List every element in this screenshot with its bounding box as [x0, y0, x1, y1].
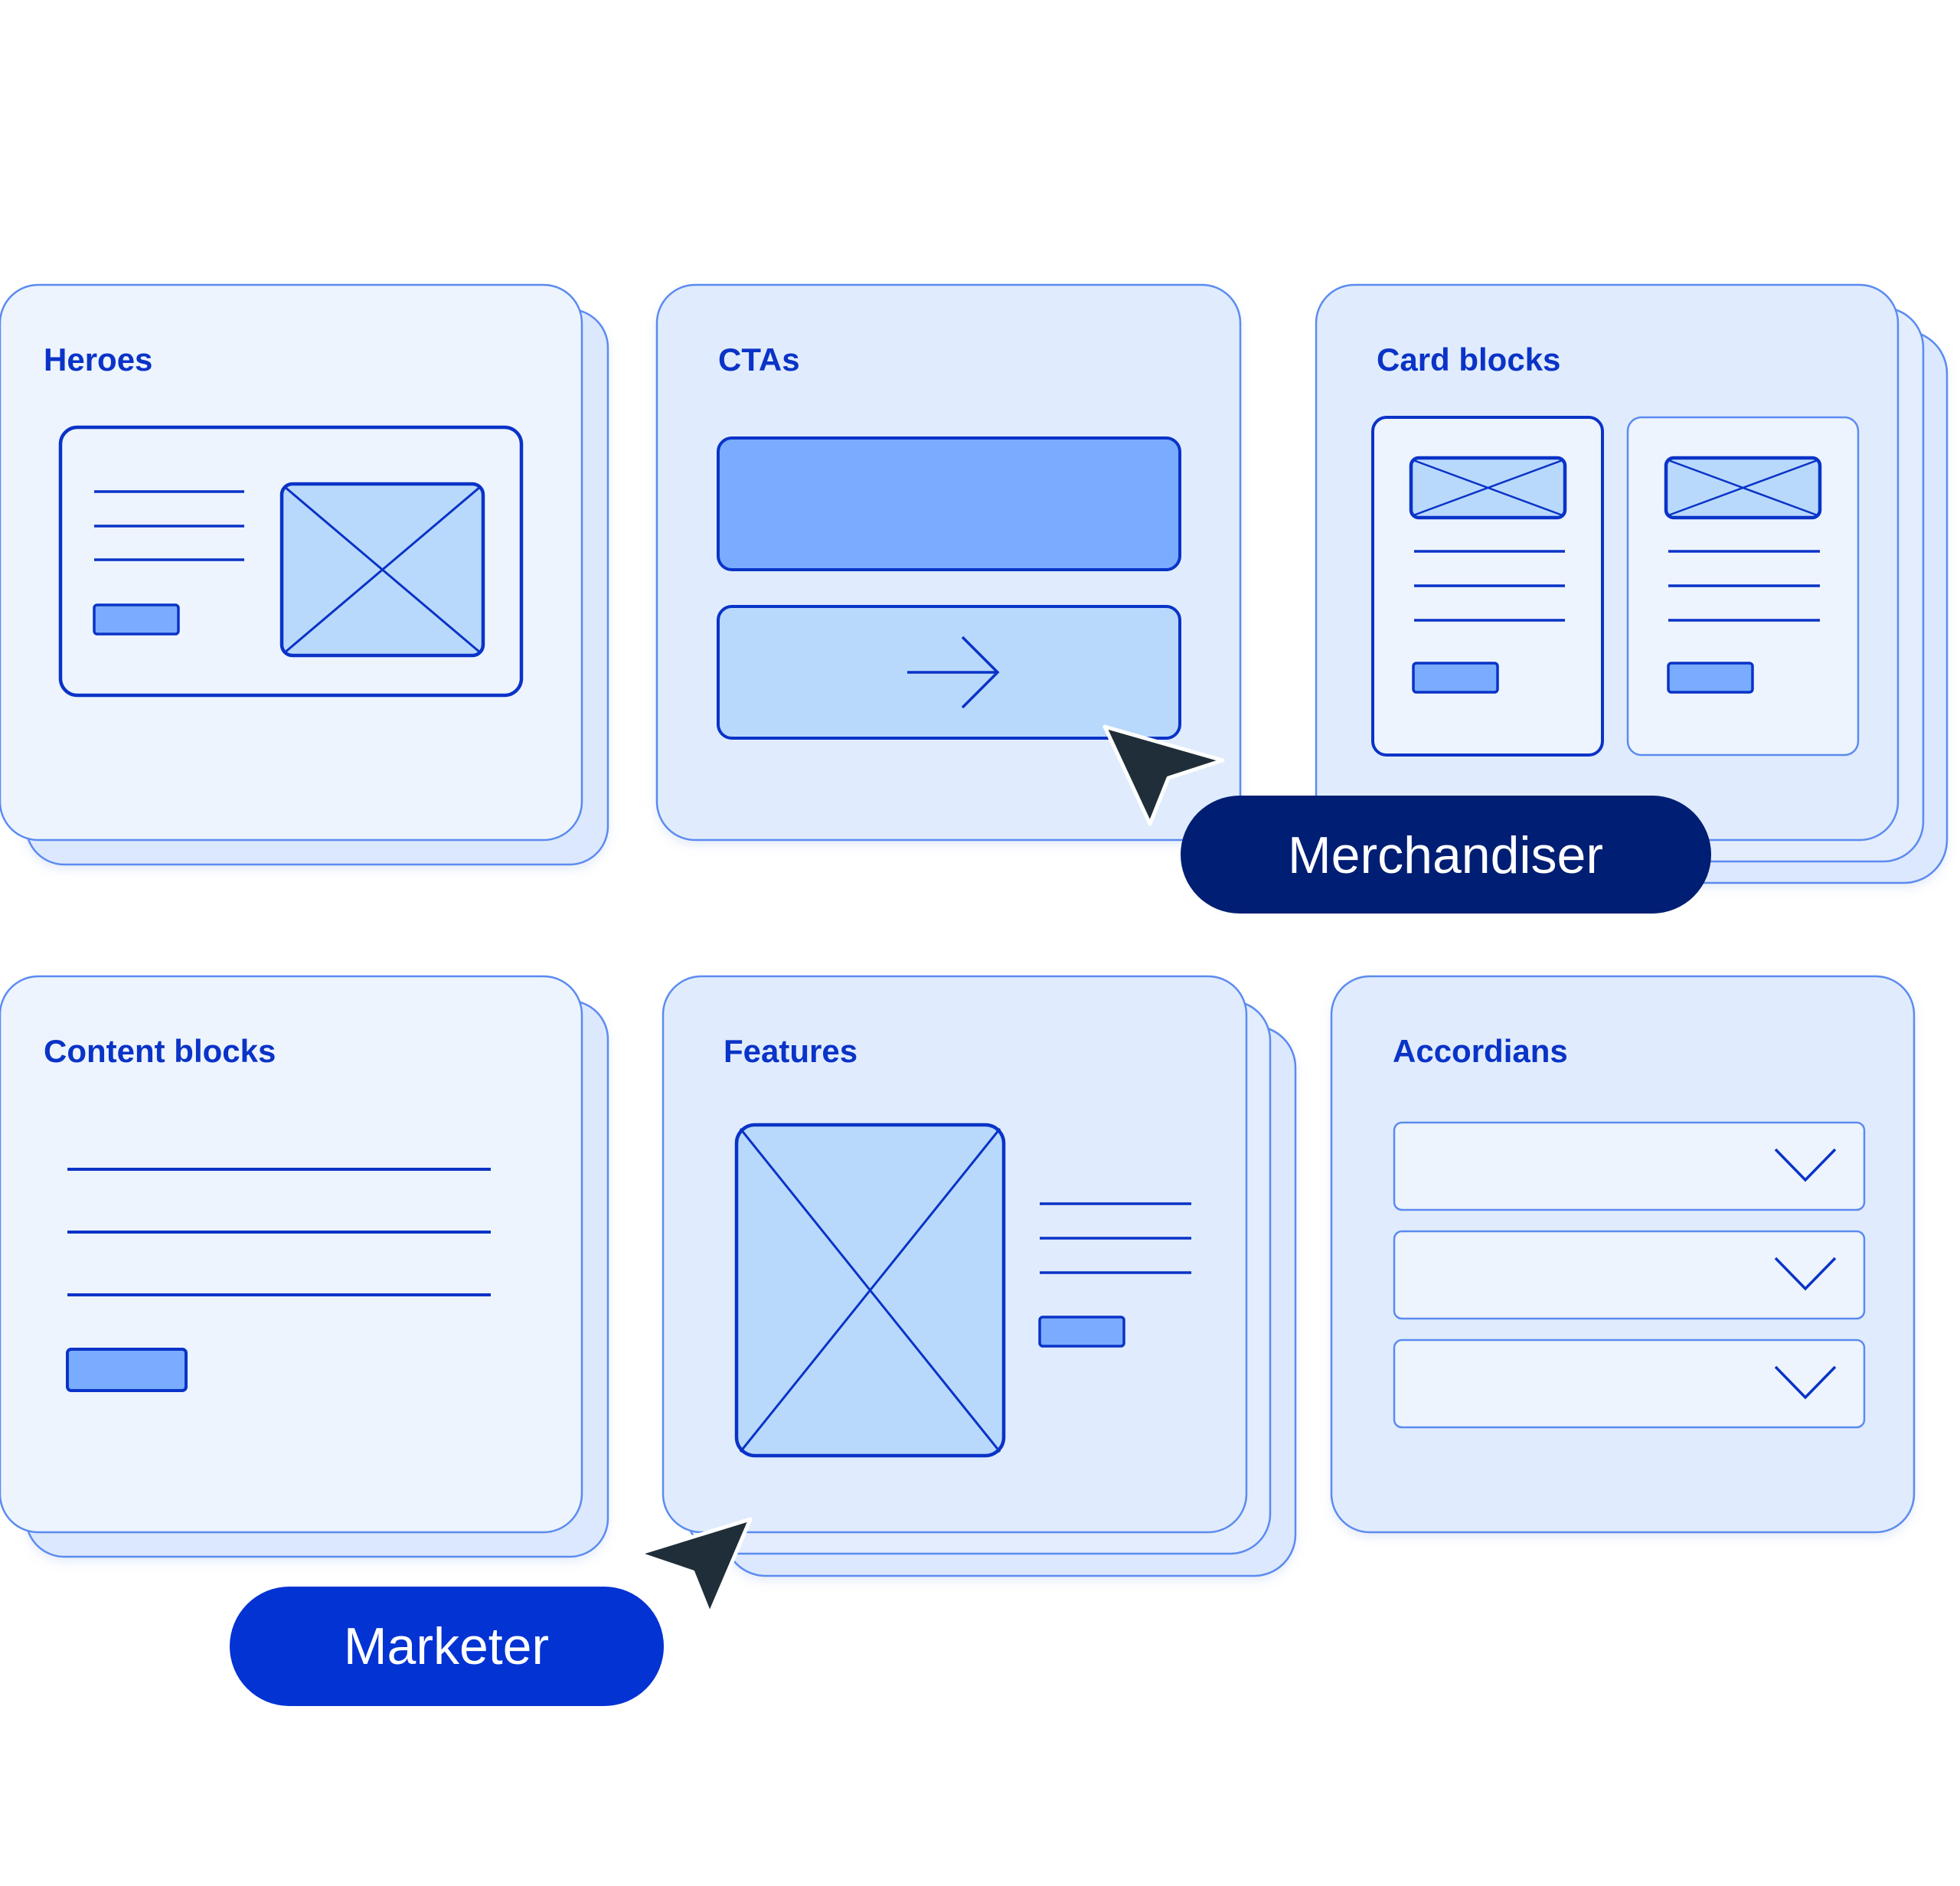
card-blocks-title: Card blocks: [1377, 342, 1560, 378]
content-blocks-card-group[interactable]: Content blocks: [0, 975, 609, 1558]
chevron-down-icon: [1774, 1257, 1837, 1291]
accordians-title: Accordians: [1393, 1033, 1568, 1069]
merchandiser-persona: Merchandiser: [1102, 724, 1711, 914]
content-blocks-card: [0, 975, 583, 1534]
image-placeholder-icon: [279, 482, 485, 658]
features-card-group[interactable]: Features: [662, 975, 1297, 1577]
merchandiser-pill: [1181, 796, 1711, 914]
ctas-title: CTAs: [718, 342, 800, 378]
marketer-label: Marketer: [344, 1617, 549, 1675]
chevron-down-icon: [1774, 1148, 1837, 1182]
cursor-arrow-icon: [1102, 724, 1225, 826]
card-block-wireframe-2: [1626, 416, 1860, 757]
marketer-persona: Marketer: [230, 1517, 753, 1706]
arrow-right-icon: [907, 636, 1000, 709]
hero-wireframe: [58, 425, 524, 698]
content-wireframe: [66, 1168, 491, 1392]
chevron-down-icon: [1774, 1365, 1837, 1400]
marketer-pill: [230, 1587, 664, 1706]
ctas-card-group[interactable]: CTAs: [655, 283, 1242, 842]
accordian-row-3: [1393, 1339, 1866, 1429]
feature-wireframe: [734, 1123, 1191, 1458]
cta-wireframe: [717, 436, 1181, 740]
accordian-row-2: [1393, 1230, 1866, 1320]
card-block-wireframe-1: [1371, 416, 1604, 757]
button-placeholder: [93, 603, 180, 636]
heroes-title: Heroes: [44, 342, 152, 378]
heroes-card-group[interactable]: Heroes: [0, 283, 609, 866]
cursor-arrow-icon: [636, 1517, 753, 1616]
accordians-card-group[interactable]: Accordians: [1330, 975, 1916, 1534]
cta-button-primary: [717, 436, 1181, 571]
image-placeholder-icon: [734, 1123, 1006, 1458]
features-title: Features: [724, 1033, 858, 1069]
accordian-row-1: [1393, 1121, 1866, 1211]
button-placeholder: [66, 1348, 188, 1392]
content-blocks-title: Content blocks: [44, 1033, 276, 1069]
card-blocks-card-group[interactable]: Card blocks: [1315, 283, 1949, 884]
button-placeholder: [1038, 1316, 1125, 1348]
merchandiser-label: Merchandiser: [1288, 826, 1603, 884]
